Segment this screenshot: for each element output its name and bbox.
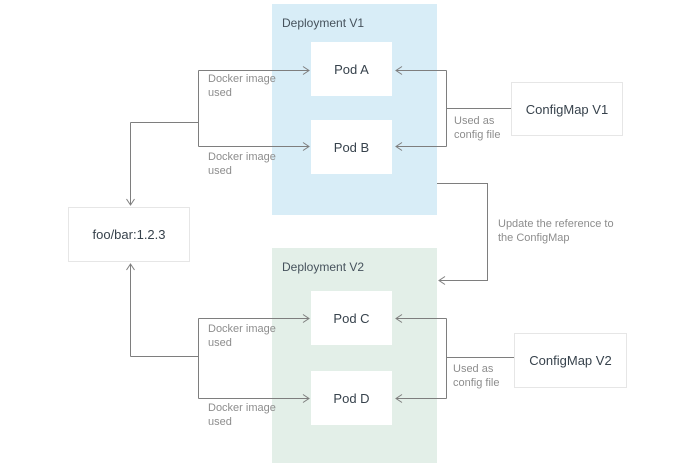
edge-update-reference — [437, 183, 488, 281]
edge-label-docker-image-used-pod-a: Docker image used — [208, 73, 276, 100]
pod-d-label: Pod D — [333, 390, 370, 406]
arrowhead-into-pod-c-left-icon — [302, 314, 310, 323]
arrowhead-into-image-bottom-icon — [126, 263, 135, 271]
pod-c-node: Pod C — [311, 291, 392, 345]
arrowhead-into-deployment-v2-icon — [438, 276, 446, 285]
arrowhead-into-pod-d-left-icon — [302, 394, 310, 403]
arrowhead-into-pod-b-left-icon — [302, 142, 310, 151]
edge-label-update-reference: Update the reference to the ConfigMap — [498, 218, 614, 245]
arrowhead-into-image-top-icon — [126, 198, 135, 206]
edge-label-used-as-config-v2: Used as config file — [453, 363, 500, 390]
arrowhead-into-pod-a-left-icon — [302, 66, 310, 75]
deployment-v1-group: Deployment V1 — [272, 4, 437, 215]
arrowhead-into-pod-b-right-icon — [395, 142, 403, 151]
pod-d-node: Pod D — [311, 371, 392, 425]
edge-label-docker-image-used-pod-b: Docker image used — [208, 151, 276, 178]
arrowhead-into-pod-a-right-icon — [395, 66, 403, 75]
configmap-v2-node: ConfigMap V2 — [514, 333, 627, 388]
pod-a-label: Pod A — [334, 61, 369, 77]
docker-image-node: foo/bar:1.2.3 — [68, 207, 190, 262]
docker-image-label: foo/bar:1.2.3 — [92, 227, 166, 242]
deployment-v2-group: Deployment V2 — [272, 248, 437, 463]
pod-c-label: Pod C — [333, 310, 370, 326]
arrowhead-into-pod-c-right-icon — [395, 314, 403, 323]
configmap-v1-node: ConfigMap V1 — [511, 82, 623, 136]
pod-a-node: Pod A — [311, 42, 392, 96]
deployment-v1-title: Deployment V1 — [282, 16, 365, 30]
deployment-v2-title: Deployment V2 — [282, 260, 365, 274]
edge-label-docker-image-used-pod-c: Docker image used — [208, 323, 276, 350]
configmap-v1-label: ConfigMap V1 — [525, 101, 609, 117]
pod-b-node: Pod B — [311, 120, 392, 174]
configmap-v2-label: ConfigMap V2 — [529, 353, 612, 368]
edge-label-docker-image-used-pod-d: Docker image used — [208, 402, 276, 429]
arrowhead-into-pod-d-right-icon — [395, 394, 403, 403]
pod-b-label: Pod B — [333, 139, 370, 155]
edge-label-used-as-config-v1: Used as config file — [454, 115, 501, 142]
